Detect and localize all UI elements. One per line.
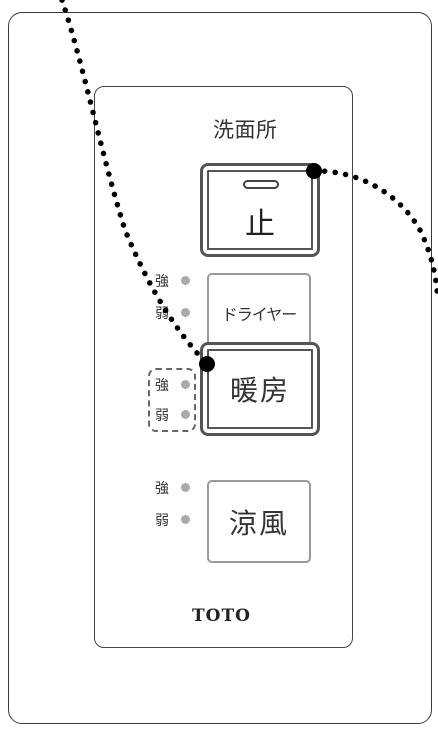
stop-button-label: 止 bbox=[245, 207, 275, 242]
cooling-strong-label: 強 bbox=[155, 481, 169, 497]
dryer-button-label: ドライヤー bbox=[221, 305, 298, 324]
brand-logo: TOTO bbox=[192, 606, 251, 626]
cooling-button-label: 涼風 bbox=[228, 506, 289, 540]
cooling-button[interactable]: 涼風 bbox=[207, 480, 311, 563]
dryer-strong-led-icon bbox=[181, 276, 190, 285]
heating-button[interactable]: 暖房 bbox=[200, 342, 320, 436]
dryer-strong-label: 強 bbox=[155, 274, 169, 290]
cooling-weak-label: 弱 bbox=[155, 513, 169, 529]
dryer-button[interactable]: ドライヤー bbox=[207, 273, 311, 353]
heating-strong-led-icon bbox=[181, 380, 190, 389]
callout-endpoint-heating bbox=[199, 356, 215, 372]
callout-line-left bbox=[59, 0, 210, 367]
heating-indicator-highlight bbox=[148, 368, 196, 432]
room-label: 洗面所 bbox=[213, 118, 278, 142]
heating-weak-led-icon bbox=[181, 410, 190, 419]
cooling-weak-led-icon bbox=[181, 515, 190, 524]
heating-weak-label: 弱 bbox=[155, 408, 169, 424]
dryer-weak-led-icon bbox=[181, 308, 190, 317]
heating-strong-label: 強 bbox=[155, 378, 169, 394]
callout-endpoint-stop bbox=[306, 163, 322, 179]
cooling-strong-led-icon bbox=[181, 483, 190, 492]
callout-line-right bbox=[311, 168, 438, 303]
stop-button[interactable]: 止 bbox=[200, 163, 320, 257]
heating-button-label: 暖房 bbox=[229, 374, 290, 407]
indicator-lamp-icon bbox=[243, 180, 279, 189]
